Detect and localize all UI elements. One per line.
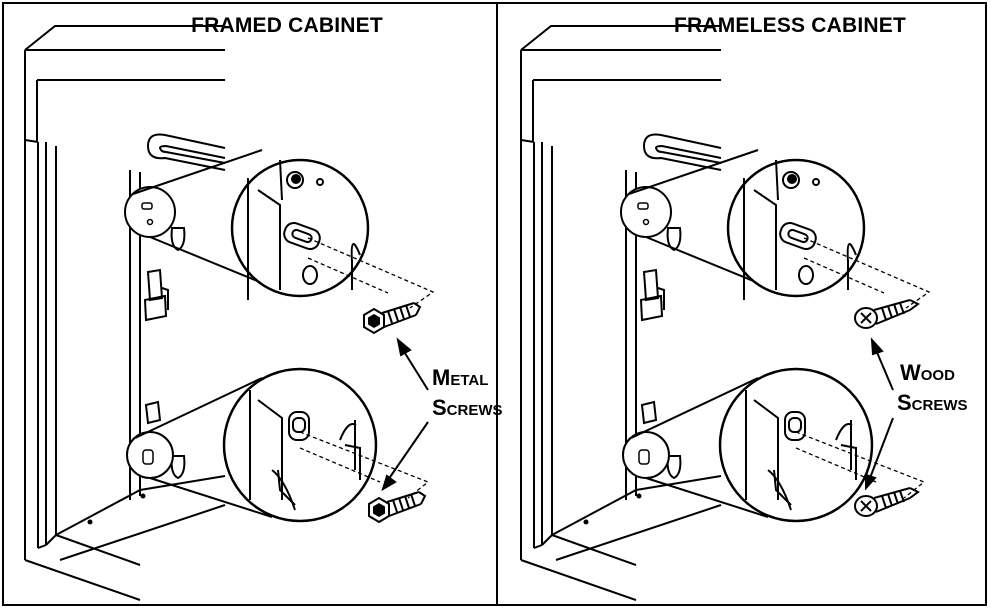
wood-screws-arrows bbox=[865, 337, 894, 491]
frameless-cabinet-title: FRAMELESS CABINET bbox=[673, 14, 907, 37]
wood-screw-bottom-icon bbox=[854, 487, 919, 517]
metal-screw-bottom-icon bbox=[368, 491, 426, 523]
wood-screws-label-line2: Screws bbox=[897, 390, 968, 415]
diagram-frame bbox=[2, 2, 987, 606]
wood-screws-label-line1: Wood bbox=[900, 360, 955, 385]
metal-screws-arrows bbox=[381, 337, 429, 492]
framed-cabinet-title: FRAMED CABINET bbox=[191, 14, 383, 37]
metal-screws-label-line2: Screws bbox=[432, 395, 503, 420]
wood-screw-top-icon bbox=[854, 299, 919, 329]
metal-screws-label-line1: Metal bbox=[432, 365, 489, 390]
panel-divider bbox=[496, 4, 498, 606]
